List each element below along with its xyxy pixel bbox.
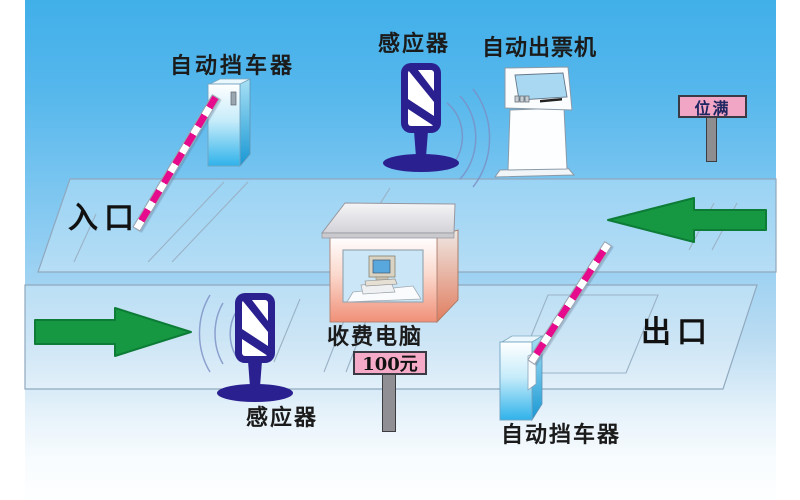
- label-barrier-exit: 自动挡车器: [501, 422, 622, 448]
- sensor-waves-bottom: [198, 294, 237, 373]
- arrow-left-icon: [607, 197, 767, 243]
- lot-full-text: 位满: [694, 98, 731, 118]
- ticket-slot: [540, 98, 562, 103]
- lane-markings-exit: [273, 294, 659, 374]
- label-ticket-machine: 自动出票机: [482, 35, 598, 61]
- toll-booth-icon: [320, 202, 459, 324]
- ticket-machine-screen: [514, 72, 568, 101]
- sensor-bottom-icon: [217, 293, 293, 402]
- barrier-slot: [230, 91, 237, 106]
- ticket-machine-icon: [494, 66, 576, 178]
- label-barrier-entrance: 自动挡车器: [170, 53, 296, 79]
- barrier-box-exit: [499, 335, 544, 422]
- label-toll-computer: 收费电脑: [327, 324, 424, 350]
- ticket-machine-keypad: [514, 95, 530, 103]
- parking-fee-sign-post: [382, 374, 396, 432]
- parking-fee-text: 100元: [362, 354, 418, 375]
- label-sensor-top: 感应器: [378, 31, 451, 57]
- arrow-right-icon: [34, 307, 192, 357]
- exit-road: [24, 284, 758, 390]
- label-entrance: 入口: [68, 201, 140, 236]
- lot-full-sign: 位满: [678, 95, 747, 118]
- barrier-box-entrance: [207, 78, 251, 168]
- sensor-top-icon: [383, 63, 459, 172]
- label-exit: 出口: [641, 315, 713, 350]
- label-sensor-bottom: 感应器: [246, 405, 319, 431]
- booth-computer: [364, 255, 398, 287]
- lot-full-sign-post: [706, 117, 717, 162]
- parking-fee-sign: 100元: [353, 351, 427, 375]
